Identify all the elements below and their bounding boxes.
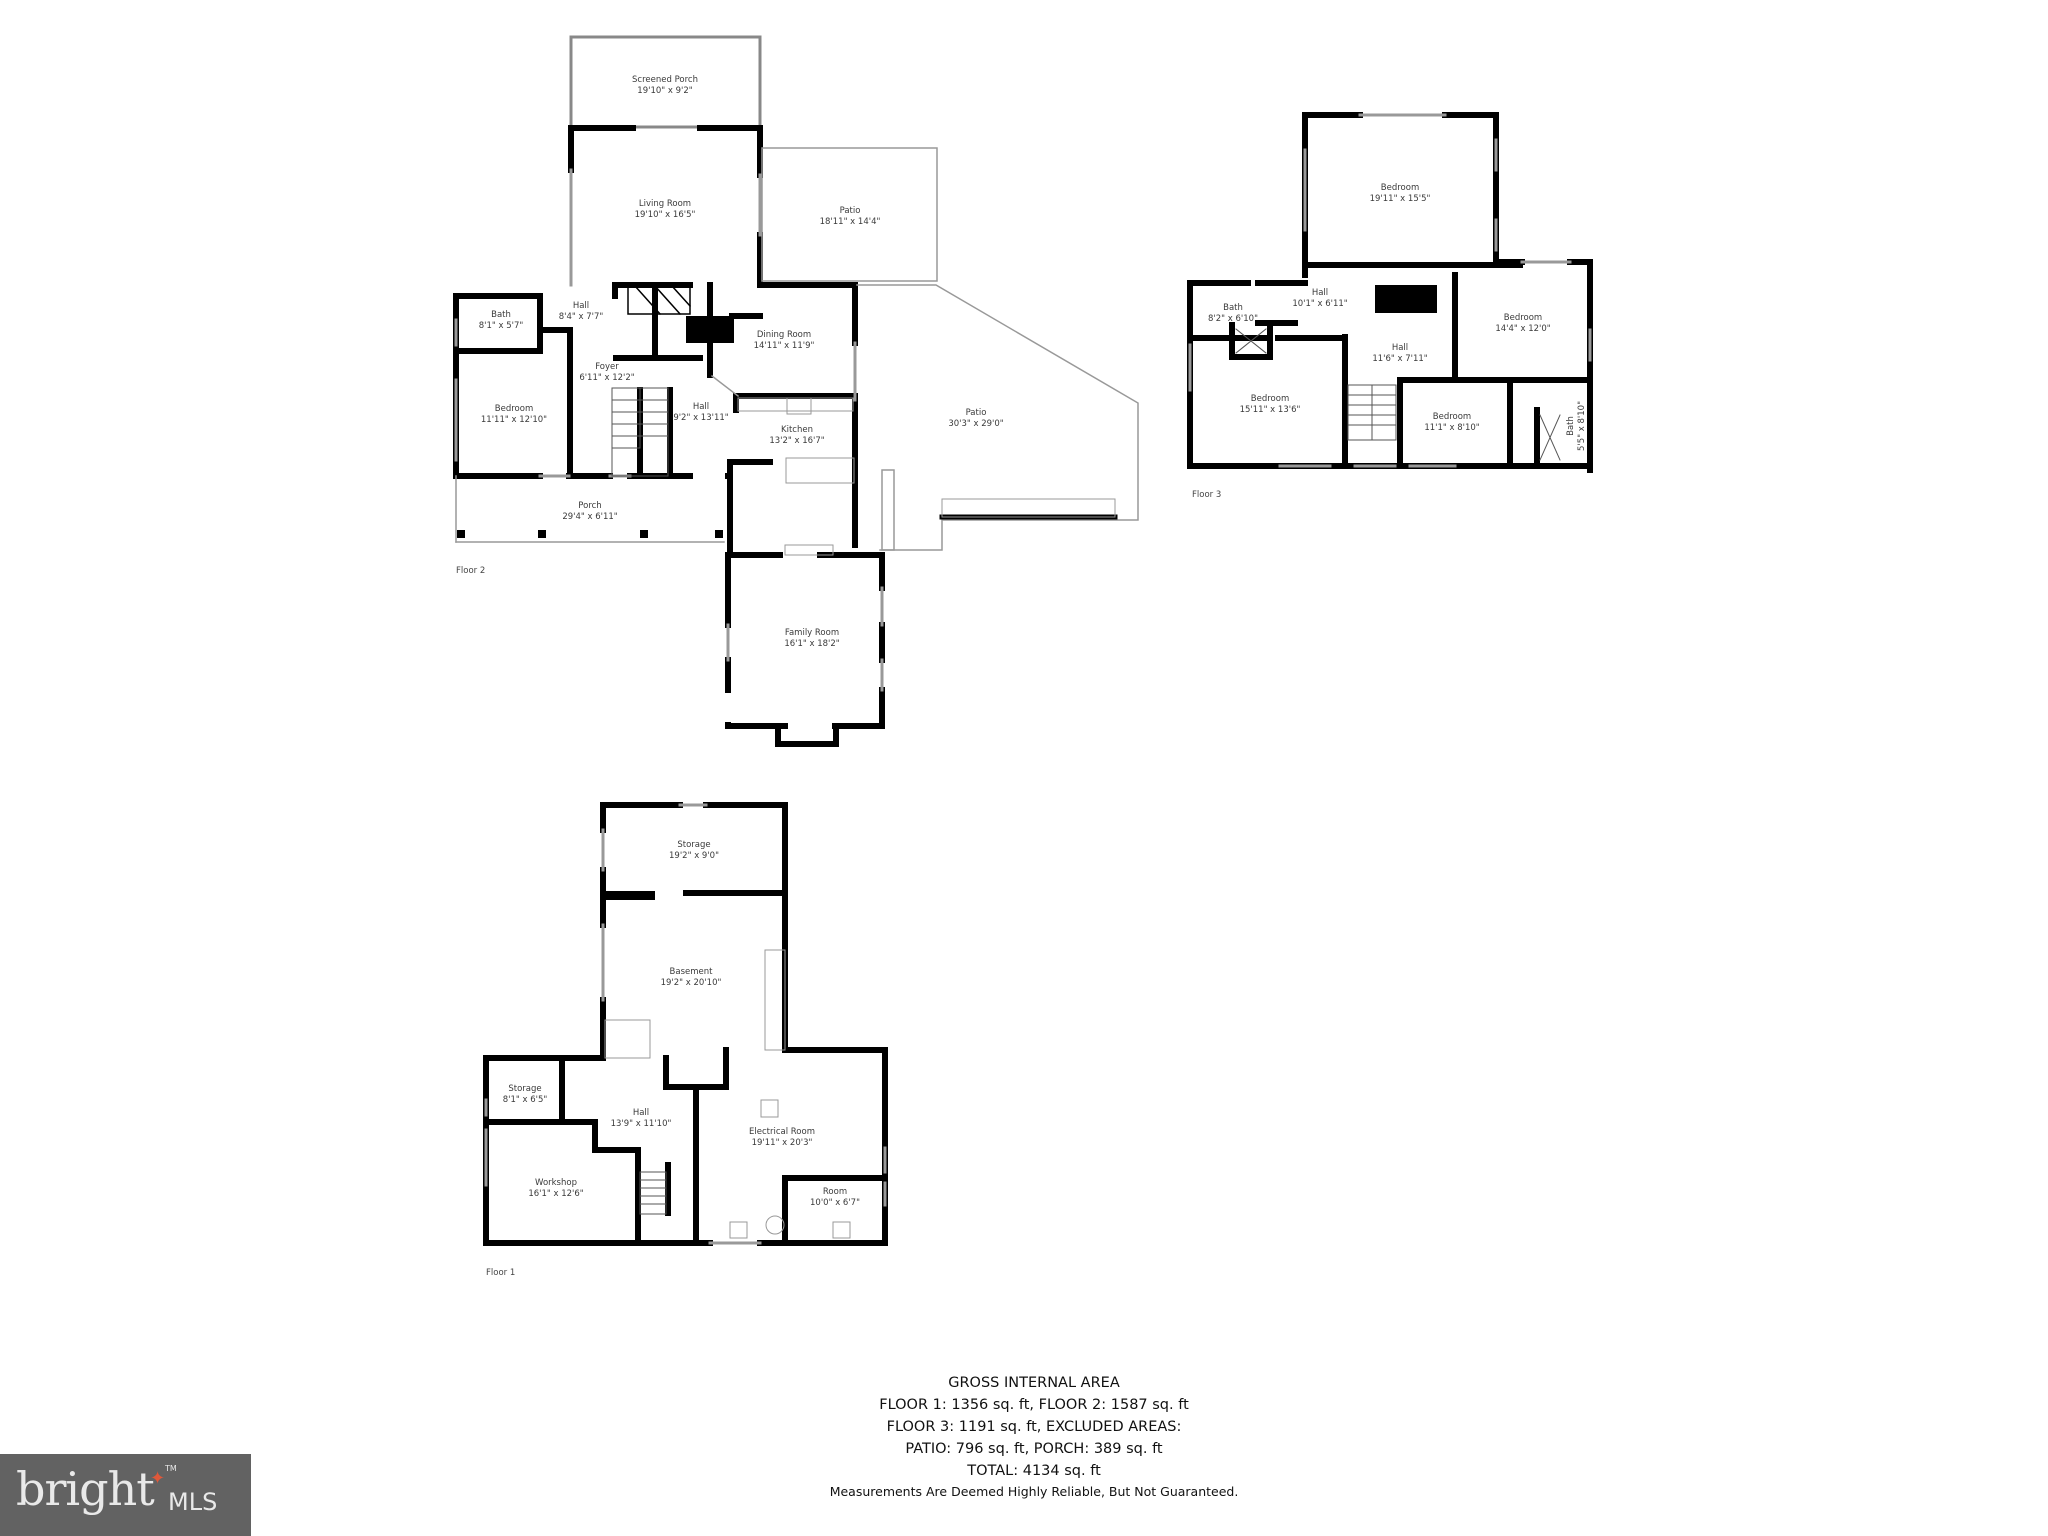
- floor-1-label: Floor 1: [486, 1268, 516, 1278]
- floor-3-label: Floor 3: [1192, 490, 1222, 500]
- floor2-stairs: [611, 387, 669, 477]
- summary-total: TOTAL: 4134 sq. ft: [967, 1463, 1101, 1479]
- logo-trademark: TM: [165, 1464, 177, 1473]
- bright-mls-logo: bright ✦ TM MLS: [0, 1454, 251, 1536]
- summary-line-2: FLOOR 3: 1191 sq. ft, EXCLUDED AREAS:: [886, 1419, 1182, 1435]
- fireplace: [627, 284, 692, 316]
- summary-heading: GROSS INTERNAL AREA: [948, 1375, 1120, 1391]
- logo-word: bright: [16, 1462, 155, 1516]
- gross-area-summary: GROSS INTERNAL AREA FLOOR 1: 1356 sq. ft…: [824, 1372, 1244, 1502]
- family-room-walls: [725, 552, 885, 747]
- floor3-walls: [1187, 112, 1593, 473]
- summary-disclaimer: Measurements Are Deemed Highly Reliable,…: [829, 1484, 1239, 1499]
- porch-outline: [455, 475, 725, 543]
- living-room-walls: [568, 125, 763, 288]
- logo-mls: MLS: [168, 1488, 218, 1516]
- summary-line-1: FLOOR 1: 1356 sq. ft, FLOOR 2: 1587 sq. …: [879, 1397, 1189, 1413]
- summary-line-3: PATIO: 796 sq. ft, PORCH: 389 sq. ft: [905, 1441, 1163, 1457]
- star-icon: ✦: [150, 1468, 166, 1489]
- screened-porch-walls: [569, 35, 762, 129]
- floor-2-label: Floor 2: [456, 566, 486, 576]
